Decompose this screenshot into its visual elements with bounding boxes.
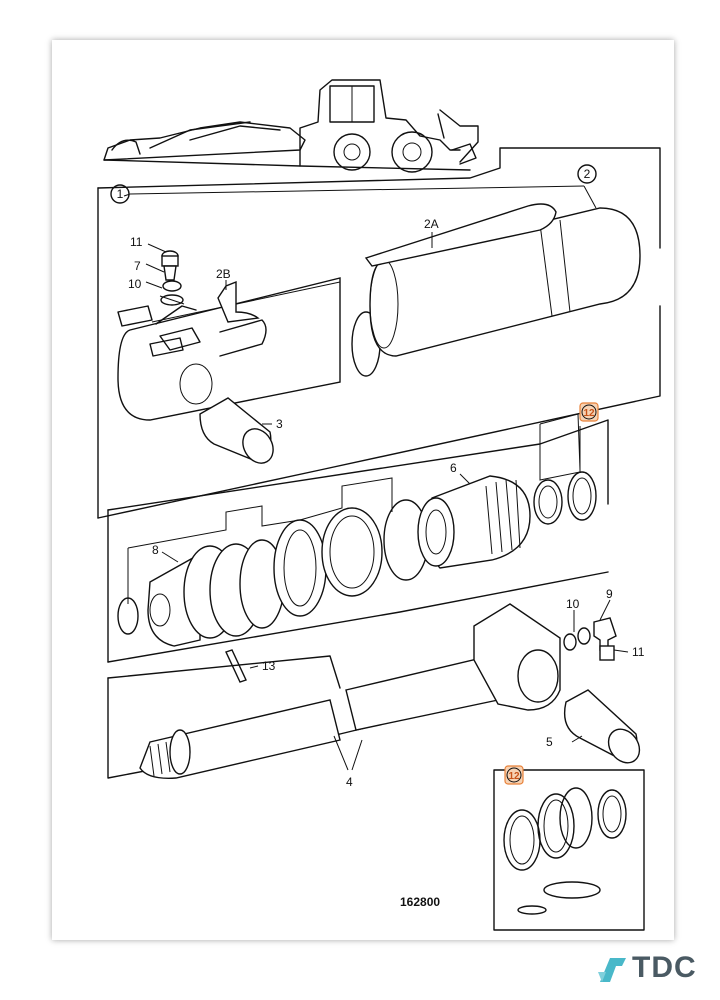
- label-1: 1: [117, 187, 124, 201]
- leader-lines: [123, 185, 629, 771]
- label-12-upper: 12: [583, 408, 595, 419]
- highlight-box-12-inset: [504, 765, 524, 785]
- backhoe-loader-illustration: [103, 79, 479, 173]
- callout-circle-2: [577, 164, 597, 184]
- piston-rod-4: [139, 603, 561, 779]
- label-3: 3: [276, 417, 283, 431]
- label-7: 7: [134, 259, 141, 273]
- seal-kit-frame: [107, 419, 609, 663]
- label-6: 6: [450, 461, 457, 475]
- bush-5: [563, 689, 641, 764]
- pipe-2b: [217, 280, 260, 323]
- label-5: 5: [546, 735, 553, 749]
- label-13: 13: [262, 659, 276, 673]
- pipe-2a: [364, 203, 557, 267]
- label-2b: 2B: [216, 267, 231, 281]
- label-9: 9: [606, 587, 613, 601]
- label-10-rod: 10: [566, 597, 580, 611]
- label-8: 8: [152, 543, 159, 557]
- label-2: 2: [584, 167, 591, 181]
- highlight-box-12-upper: [579, 402, 599, 422]
- label-2a: 2A: [424, 217, 439, 231]
- seal-ring-b: [567, 471, 597, 521]
- cylinder-barrel: [117, 277, 341, 421]
- brand-name: TDC: [632, 951, 697, 984]
- bush-3: [199, 397, 274, 464]
- label-12-inset: 12: [508, 771, 520, 782]
- drawing-number: 162800: [400, 895, 440, 909]
- seal-ring-a: [533, 479, 563, 525]
- grease-fitting-top: [159, 250, 185, 306]
- callout-circle-1: [110, 184, 130, 204]
- label-4: 4: [346, 775, 353, 789]
- cylinder-tube: [369, 207, 641, 357]
- label-11-top: 11: [130, 235, 143, 249]
- part-labels: 1 2 2A 2B 3 4 5 6 7 8 9 10 10 11 11 13 1…: [110, 164, 645, 909]
- label-10-top: 10: [128, 277, 142, 291]
- label-11-rod: 11: [632, 645, 645, 659]
- seal-kit-inset-12: [493, 769, 645, 931]
- tdc-logo-icon: [598, 958, 626, 982]
- gland-6: [417, 475, 531, 569]
- piston-head-8: [117, 499, 429, 647]
- grease-fitting-rod: [563, 617, 617, 661]
